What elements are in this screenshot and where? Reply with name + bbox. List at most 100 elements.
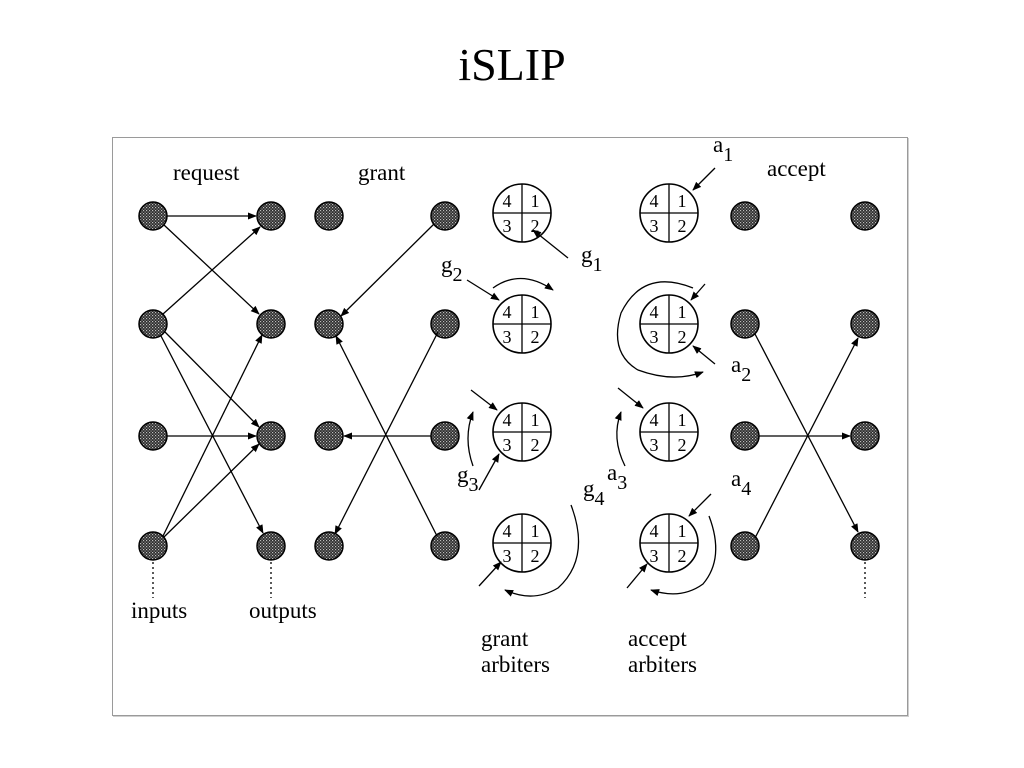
- arbiter-number: 3: [650, 435, 659, 455]
- arbiter-number: 2: [678, 546, 687, 566]
- accept-output-node: [850, 421, 880, 451]
- a4-rotation-arc: [650, 515, 717, 596]
- grant-arbiter: 4 1 3 2: [492, 183, 552, 243]
- grant-input-node: [314, 201, 344, 231]
- arbiter-number: 2: [531, 216, 540, 236]
- request-output-node: [256, 421, 286, 451]
- accept-label: accept: [767, 156, 826, 181]
- arbiter-number: 3: [503, 216, 512, 236]
- grant-arbiter: 4 1 3 2: [492, 402, 552, 462]
- arbiter-number: 1: [531, 521, 540, 541]
- request-arrows: [160, 212, 264, 538]
- arbiter-number: 3: [503, 327, 512, 347]
- a2-rotation-arc: [616, 281, 704, 379]
- g3-pointer: [478, 453, 500, 491]
- arbiter-number: 4: [503, 302, 512, 322]
- accept-arrows: [754, 333, 859, 539]
- accept-input-node: [730, 201, 760, 231]
- accept-input-node: [730, 421, 760, 451]
- a2-top-pointer: [690, 283, 706, 301]
- islip-diagram: request grant accept inputs outputs: [131, 138, 880, 677]
- grant-arbiter: 4 1 3 2: [492, 513, 552, 573]
- grant-output-node: [430, 531, 460, 561]
- g3-top-pointer: [470, 389, 498, 411]
- arbiter-number: 1: [678, 302, 687, 322]
- a1-pointer: [692, 167, 716, 191]
- arbiter-number: 4: [503, 410, 512, 430]
- g3-label: g3: [457, 462, 479, 496]
- arbiter-pointers: [466, 167, 717, 597]
- request-output-node: [256, 531, 286, 561]
- inputs-label: inputs: [131, 598, 187, 623]
- grant-arbiters-caption-line1: grant: [481, 626, 529, 651]
- arbiter-number: 2: [531, 546, 540, 566]
- a2-label: a2: [731, 352, 751, 386]
- arbiter-number: 3: [503, 546, 512, 566]
- a4-bottom-pointer: [626, 563, 648, 589]
- accept-arbiter: 4 1 3 2: [639, 183, 699, 243]
- a3-top-pointer: [617, 387, 644, 409]
- arbiter-number: 1: [678, 410, 687, 430]
- request-input-node: [138, 421, 168, 451]
- a4-label: a4: [731, 466, 751, 500]
- arbiter-number: 4: [503, 521, 512, 541]
- grant-arrows: [334, 223, 439, 537]
- grant-output-node: [430, 309, 460, 339]
- grant-arbiters-caption-line2: arbiters: [481, 652, 550, 677]
- arbiter-number: 3: [650, 546, 659, 566]
- accept-arbiter: 4 1 3 2: [639, 294, 699, 354]
- accept-input-node: [730, 309, 760, 339]
- accept-arbiter: 4 1 3 2: [639, 513, 699, 573]
- grant-output-node: [430, 201, 460, 231]
- arbiter-number: 4: [503, 191, 512, 211]
- arbiter-number: 2: [531, 327, 540, 347]
- g1-pointer: [532, 229, 569, 259]
- slide-title: iSLIP: [458, 39, 566, 90]
- islip-figure: request grant accept inputs outputs: [112, 137, 908, 716]
- arbiter-number: 3: [503, 435, 512, 455]
- arbiter-number: 3: [650, 216, 659, 236]
- arbiter-number: 1: [678, 521, 687, 541]
- accept-output-node: [850, 201, 880, 231]
- accept-output-node: [850, 309, 880, 339]
- a1-label: a1: [713, 138, 733, 166]
- outputs-label: outputs: [249, 598, 317, 623]
- g4-label: g4: [583, 476, 605, 510]
- grant-input-node: [314, 531, 344, 561]
- accept-arbiters-caption-line2: arbiters: [628, 652, 697, 677]
- grant-output-node: [430, 421, 460, 451]
- arbiter-number: 4: [650, 191, 659, 211]
- g4-rotation-arc: [504, 504, 580, 597]
- arbiter-number: 4: [650, 521, 659, 541]
- a3-label: a3: [607, 460, 627, 494]
- g2-rotation-arc: [492, 277, 554, 291]
- arbiter-number: 1: [531, 191, 540, 211]
- g2-pointer: [466, 279, 500, 301]
- request-output-node: [256, 201, 286, 231]
- grant-label: grant: [358, 160, 406, 185]
- grant-arbiter: 4 1 3 2: [492, 294, 552, 354]
- request-label: request: [173, 160, 240, 185]
- accept-arbiter: 4 1 3 2: [639, 402, 699, 462]
- arbiter-number: 1: [531, 410, 540, 430]
- a2-pointer: [692, 345, 716, 365]
- arbiter-number: 2: [678, 216, 687, 236]
- request-input-node: [138, 309, 168, 339]
- arbiter-number: 2: [678, 327, 687, 347]
- g4-pointer: [478, 561, 502, 587]
- a3-rotation-arc: [614, 411, 626, 467]
- arbiter-number: 4: [650, 410, 659, 430]
- request-input-node: [138, 531, 168, 561]
- continuation-dots: [152, 562, 272, 598]
- arbiter-number: 2: [678, 435, 687, 455]
- grant-input-node: [314, 421, 344, 451]
- arbiter-number: 2: [531, 435, 540, 455]
- request-input-node: [138, 201, 168, 231]
- a4-pointer: [688, 493, 712, 517]
- arbiter-number: 3: [650, 327, 659, 347]
- accept-input-node: [730, 531, 760, 561]
- arbiter-number: 1: [531, 302, 540, 322]
- accept-arbiters-caption-line1: accept: [628, 626, 687, 651]
- arbiter-number: 4: [650, 302, 659, 322]
- request-output-node: [256, 309, 286, 339]
